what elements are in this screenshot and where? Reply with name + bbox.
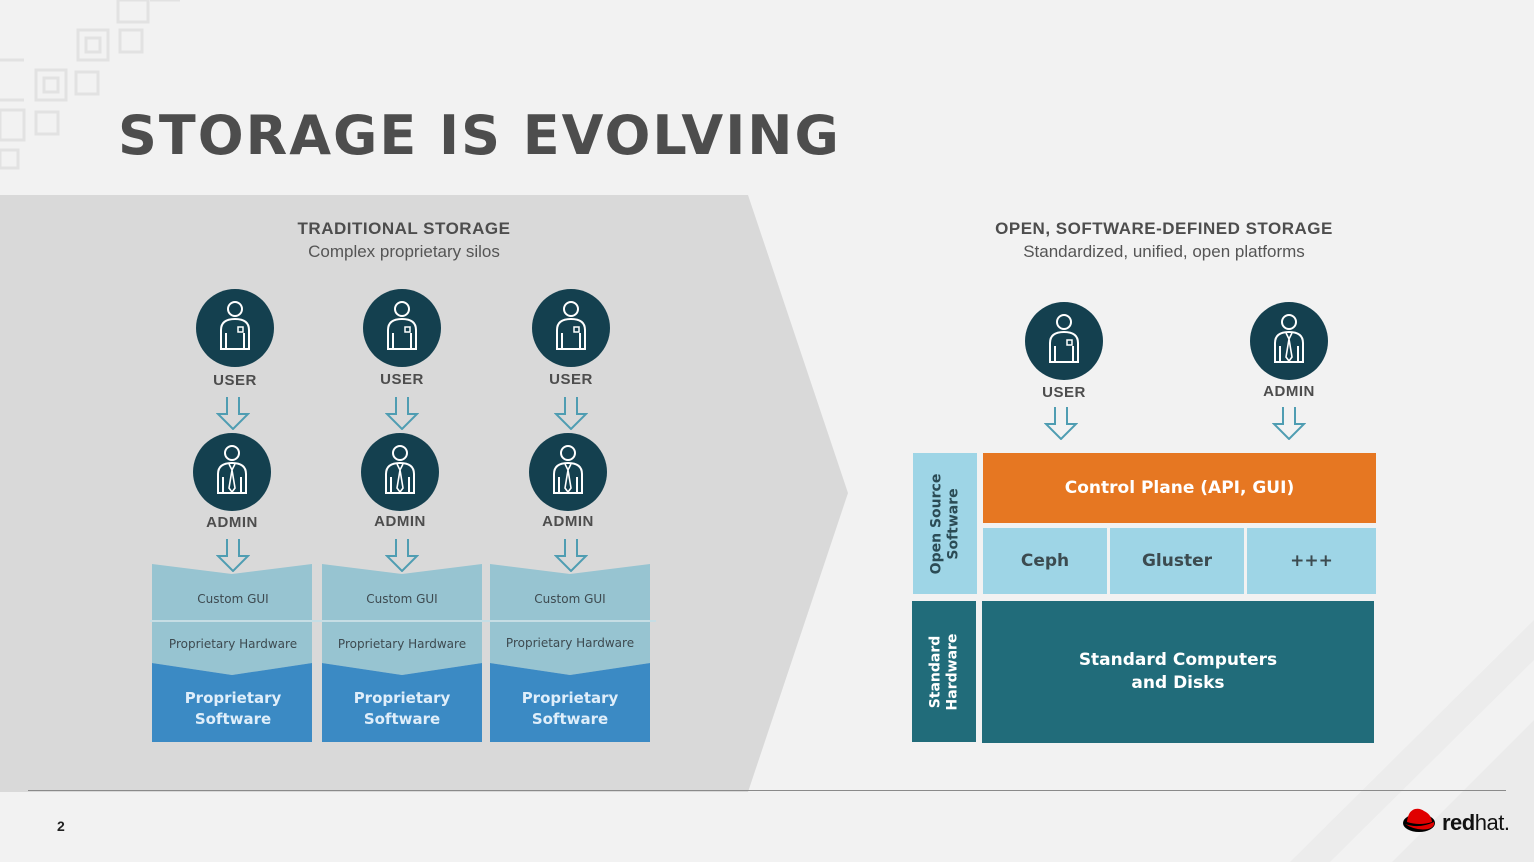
admin-icon <box>528 432 608 512</box>
silo-software-line2: Software <box>194 710 272 728</box>
control-plane-box: Control Plane (API, GUI) <box>983 453 1376 523</box>
control-plane-label: Control Plane (API, GUI) <box>1064 478 1295 498</box>
admin-icon <box>360 432 440 512</box>
gluster-label: Gluster <box>1141 551 1213 571</box>
admin-label: ADMIN <box>1263 383 1315 400</box>
page-title: STORAGE IS EVOLVING <box>118 104 841 167</box>
redhat-logo-text: redhat. <box>1442 810 1510 836</box>
user-label: USER <box>380 371 424 388</box>
silo-software-line1: Proprietary <box>184 689 282 707</box>
silo-hardware-label: Proprietary Hardware <box>337 637 467 651</box>
corner-pattern-icon <box>0 0 180 170</box>
silo-hardware-label: Proprietary Hardware <box>168 637 298 651</box>
arrow-down-icon <box>1044 406 1078 440</box>
user-icon <box>531 288 611 368</box>
user-icon <box>362 288 442 368</box>
standard-computers-box: Standard Computers and Disks <box>982 601 1374 743</box>
user-label: USER <box>213 372 257 389</box>
admin-label: ADMIN <box>374 513 426 530</box>
more-box: +++ <box>1247 528 1376 594</box>
logo-red-text: red <box>1442 810 1475 835</box>
redhat-logo: redhat. <box>1402 805 1512 839</box>
admin-icon <box>1249 301 1329 381</box>
silo-gui-label: Custom GUI <box>366 592 438 606</box>
open-source-line2: Software <box>945 487 961 560</box>
computers-line1: Standard Computers <box>1078 650 1278 670</box>
open-heading: OPEN, SOFTWARE-DEFINED STORAGE <box>995 219 1333 238</box>
admin-label: ADMIN <box>206 514 258 531</box>
standard-computers-label: Standard Computers and Disks <box>1079 649 1277 695</box>
silo-blocks <box>150 564 656 742</box>
traditional-subheading: Complex proprietary silos <box>308 242 500 261</box>
page-number: 2 <box>57 818 65 834</box>
silo-hardware-label: Proprietary Hardware <box>505 636 635 650</box>
computers-line2: and Disks <box>1131 673 1225 693</box>
arrow-down-icon <box>385 396 419 430</box>
standard-hw-line2: Hardware <box>944 633 960 710</box>
gluster-box: Gluster <box>1110 528 1244 594</box>
silo-software-line1: Proprietary <box>521 689 619 707</box>
silo-software-line1: Proprietary <box>353 689 451 707</box>
admin-icon <box>192 432 272 512</box>
open-subheading: Standardized, unified, open platforms <box>1023 242 1305 261</box>
silo-software-line2: Software <box>363 710 441 728</box>
silo-gui-label: Custom GUI <box>534 592 606 606</box>
open-source-line1: Open Source <box>928 473 944 574</box>
arrow-down-icon <box>216 396 250 430</box>
standard-hw-line1: Standard <box>927 635 943 708</box>
redhat-logo-icon <box>1403 808 1435 832</box>
ceph-box: Ceph <box>983 528 1107 594</box>
silo-software-line2: Software <box>531 710 609 728</box>
user-icon <box>195 288 275 368</box>
silo-gui-label: Custom GUI <box>197 592 269 606</box>
ceph-label: Ceph <box>1020 551 1070 571</box>
admin-label: ADMIN <box>542 513 594 530</box>
user-label: USER <box>1042 384 1086 401</box>
arrow-down-icon <box>1272 406 1306 440</box>
logo-hat-text: hat. <box>1474 810 1510 835</box>
user-label: USER <box>549 371 593 388</box>
arrow-down-icon <box>554 396 588 430</box>
footer-divider <box>28 790 1506 791</box>
more-label: +++ <box>1290 551 1333 571</box>
traditional-heading: TRADITIONAL STORAGE <box>297 219 511 238</box>
user-icon <box>1024 301 1104 381</box>
